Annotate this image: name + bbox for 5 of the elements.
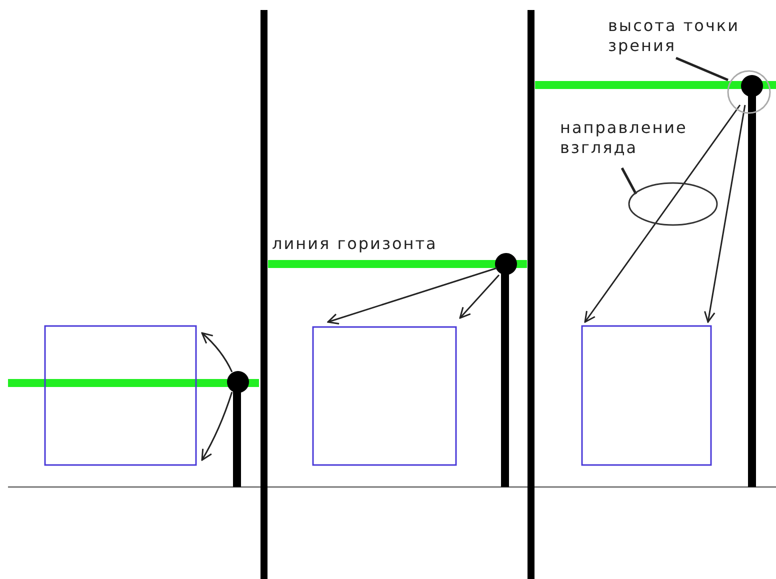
annotation-text: направление взгляда (560, 118, 740, 158)
horizon-label: линия горизонта (272, 234, 438, 254)
leader-line (676, 56, 728, 82)
leader-line (620, 167, 638, 195)
annotation-text: высота точки зрения (608, 16, 773, 56)
